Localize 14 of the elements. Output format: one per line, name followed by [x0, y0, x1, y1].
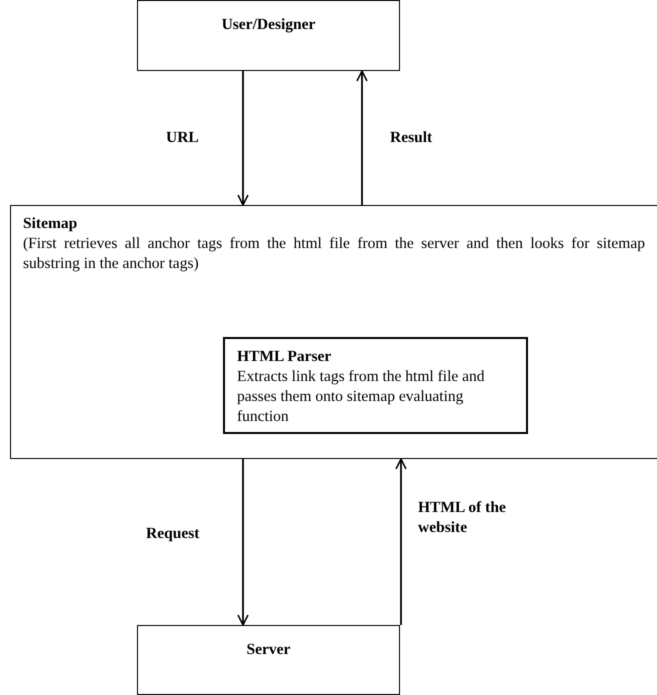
node-heading: HTML Parser	[237, 347, 332, 367]
node-heading: User/Designer	[220, 15, 316, 35]
arrow	[237, 71, 249, 206]
arrow	[356, 70, 368, 205]
arrow	[237, 459, 249, 626]
process-box	[137, 625, 400, 695]
process-box	[137, 0, 400, 71]
container-box	[10, 205, 657, 459]
node-description: Extracts link tags from the html file and passes them onto sitemap evaluating function	[237, 367, 486, 428]
arrow	[395, 458, 407, 625]
node-description: (First retrieves all anchor tags from the html file from the server and then looks for sitemap substring in the anchor tags)	[23, 234, 645, 274]
process-box	[223, 337, 528, 434]
node-heading: Sitemap	[23, 214, 78, 234]
node-heading: Server	[246, 640, 292, 660]
